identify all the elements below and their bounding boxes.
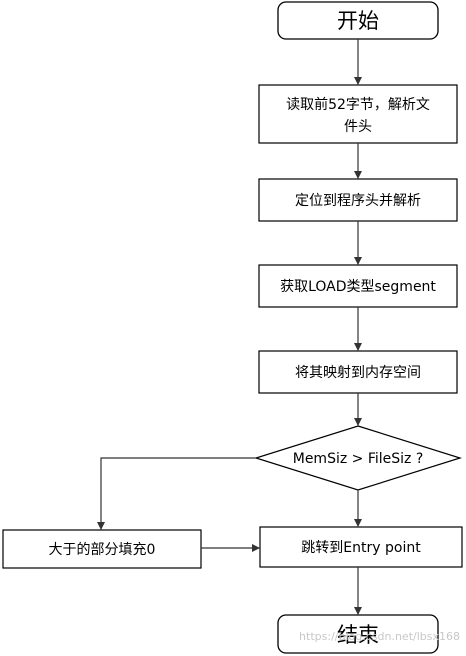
watermark-text: https://blog.csdn.net/lbsx168 [299,630,460,643]
fill-zero-node: 大于的部分填充0 [2,529,202,569]
decision-node: MemSiz > FileSiz ? [253,425,463,491]
map-to-memory-node: 将其映射到内存空间 [258,350,458,394]
read-header-label-line1: 读取前52字节，解析文 [286,96,430,113]
start-label: 开始 [337,9,379,33]
map-to-memory-label: 将其映射到内存空间 [295,365,421,381]
decision-label: MemSiz > FileSiz ? [293,451,424,467]
end-label: 结束 [337,623,379,647]
end-node: 结束 [277,614,439,654]
locate-program-header-label: 定位到程序头并解析 [295,193,421,209]
locate-program-header-node: 定位到程序头并解析 [258,178,458,222]
jump-entry-label: 跳转到Entry point [301,540,421,556]
jump-entry-node: 跳转到Entry point [259,526,463,568]
fill-zero-label: 大于的部分填充0 [49,542,156,558]
get-load-segment-label: 获取LOAD类型segment [280,279,436,295]
read-header-node: 读取前52字节，解析文 件头 [258,84,458,144]
start-node: 开始 [277,1,439,40]
read-header-label-line2: 件头 [344,119,372,135]
get-load-segment-node: 获取LOAD类型segment [258,264,458,308]
arrow-decision-to-fill-zero [97,457,256,530]
